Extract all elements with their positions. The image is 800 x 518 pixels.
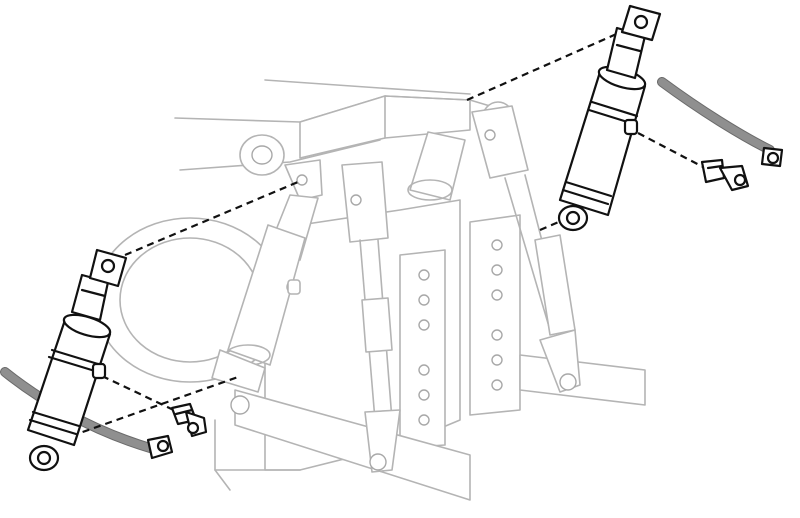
lift-cylinder-installed-right [407,105,581,393]
leveling-rod-center [341,161,401,473]
lift-cylinder-installed-left [211,159,323,393]
pivot-boss-left [239,134,285,176]
hydraulic-cylinder-right [557,4,662,232]
elbow-fitting-right [700,158,750,192]
drawbar-plate-right [469,214,521,416]
hydraulic-cylinder-left [26,248,128,472]
assembly-guide-lines [59,26,706,442]
ghost-pin [287,279,301,295]
elbow-fitting-left [170,402,208,438]
lower-link-arm-right [519,354,646,406]
drawbar-plate-left [399,249,446,449]
hose-right [657,77,784,168]
tractor-hitch-ghost [94,79,646,501]
